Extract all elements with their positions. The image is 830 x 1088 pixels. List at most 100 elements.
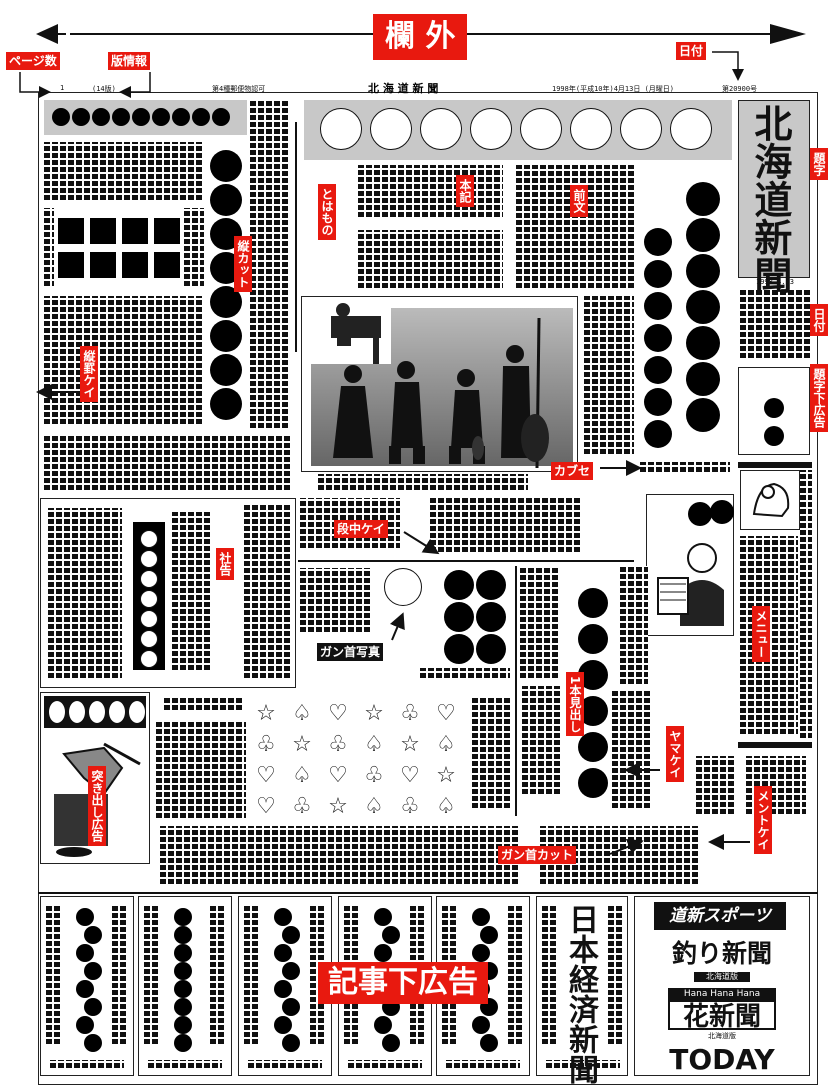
main-headline-dot [686,254,720,288]
label-tate-kei: 縦罫ケイ [80,346,98,402]
square-mark [154,252,180,278]
text-block [584,296,634,456]
cluster-dot [444,570,474,600]
text-block [156,720,246,820]
vertical-rule [295,122,297,352]
text-block [508,906,524,1046]
label-honki: 本記 [456,175,474,207]
vertical-rule [515,566,517,816]
ippon-dot [578,624,608,654]
cartoon-image [650,530,730,630]
ad-today: TODAY [662,1044,782,1076]
label-date-line-2: 日付 [810,304,828,336]
edition-text: (14版) [92,84,116,94]
label-tsuki: とはもの [318,184,336,240]
suit-cell: ☆ [320,791,356,822]
ad-dot [282,926,300,944]
ad-dot [174,980,192,998]
text-block [172,512,212,672]
label-ippon: 1本見出し [566,672,584,736]
text-block [250,100,290,430]
label-gankubi: ガン首写真 [316,642,384,662]
ad-dot [274,908,292,926]
text-block [48,508,122,680]
suit-cell: ☆ [356,698,392,729]
label-margin: 欄 外 [373,14,467,60]
label-mentokei: メントケイ [754,786,772,854]
suit-cell: ♧ [392,698,428,729]
bullet-dot [192,108,210,126]
text-block [608,906,624,1046]
label-kiji-shita: 記事下広告 [318,962,488,1004]
suit-cell: ♤ [428,729,464,760]
square-mark [58,252,84,278]
suit-cell: ♡ [248,760,284,791]
text-block [244,504,290,680]
bullet-dot [152,108,170,126]
ad-header-oval [88,700,106,724]
main-headline-dot [686,290,720,324]
label-tate-cut: 縦カット [234,236,252,292]
menu-top-rule [738,462,812,468]
text-block [358,165,503,219]
headline-circle [620,108,662,150]
ad-dot [76,980,94,998]
announcement-circle [140,630,158,648]
suit-cell: ♡ [248,791,284,822]
headline-circle [670,108,712,150]
square-mark [122,218,148,244]
label-kabuse: カブセ [551,462,593,480]
suit-cell: ♤ [356,791,392,822]
ad-dot [174,944,192,962]
headline-gray-band [304,100,732,160]
ear-dot [764,426,784,446]
label-edition: 版情報 [108,52,150,70]
header-date: 1998年(平成10年)4月13日 (月曜日) [552,84,674,94]
text-block [46,906,60,1046]
danchu-rule [298,560,634,562]
text-block [300,568,370,634]
ippon-dot [578,768,608,798]
headline-circle [470,108,512,150]
square-mark [90,218,116,244]
suit-cell: ♤ [284,698,320,729]
text-block [446,1060,520,1070]
cut-circle [210,320,242,352]
text-block [516,165,636,290]
title-logo: 北海道新聞 [750,104,790,294]
text-block [800,470,812,740]
cluster-dot [476,570,506,600]
cut-circle [210,184,242,216]
announcement-circle [140,570,158,588]
masthead-paper-name: 北 海 道 新 聞 [368,80,438,96]
ad-dot [374,944,392,962]
suit-cell: ☆ [248,698,284,729]
suit-cell: ♡ [392,760,428,791]
menu-figure [744,474,796,526]
ad-dot [282,962,300,980]
cut-circle [210,388,242,420]
headline-circle [570,108,612,150]
text-block [160,826,520,886]
ad-dot [374,908,392,926]
text-block [144,906,158,1046]
label-date-line: 日付 [676,42,706,60]
label-yamakei: ヤマケイ [666,726,684,782]
ad-dot [382,1034,400,1052]
label-tsukidashi: 突き出し広告 [88,766,106,846]
bullet-dot [52,108,70,126]
text-block [148,1060,222,1070]
ad-dot [84,998,102,1016]
suit-cell: ☆ [428,760,464,791]
text-block [520,566,560,680]
cartoon-dot [710,500,734,524]
text-block [696,756,736,816]
ad-sports: 道新スポーツ [654,902,786,930]
announcement-circle [140,530,158,548]
text-block [248,1060,322,1070]
text-block [620,566,648,686]
bullet-dot [172,108,190,126]
label-danchu-kei: 段中ケイ [334,520,388,538]
cut-circle [210,150,242,182]
text-block [542,906,556,1046]
